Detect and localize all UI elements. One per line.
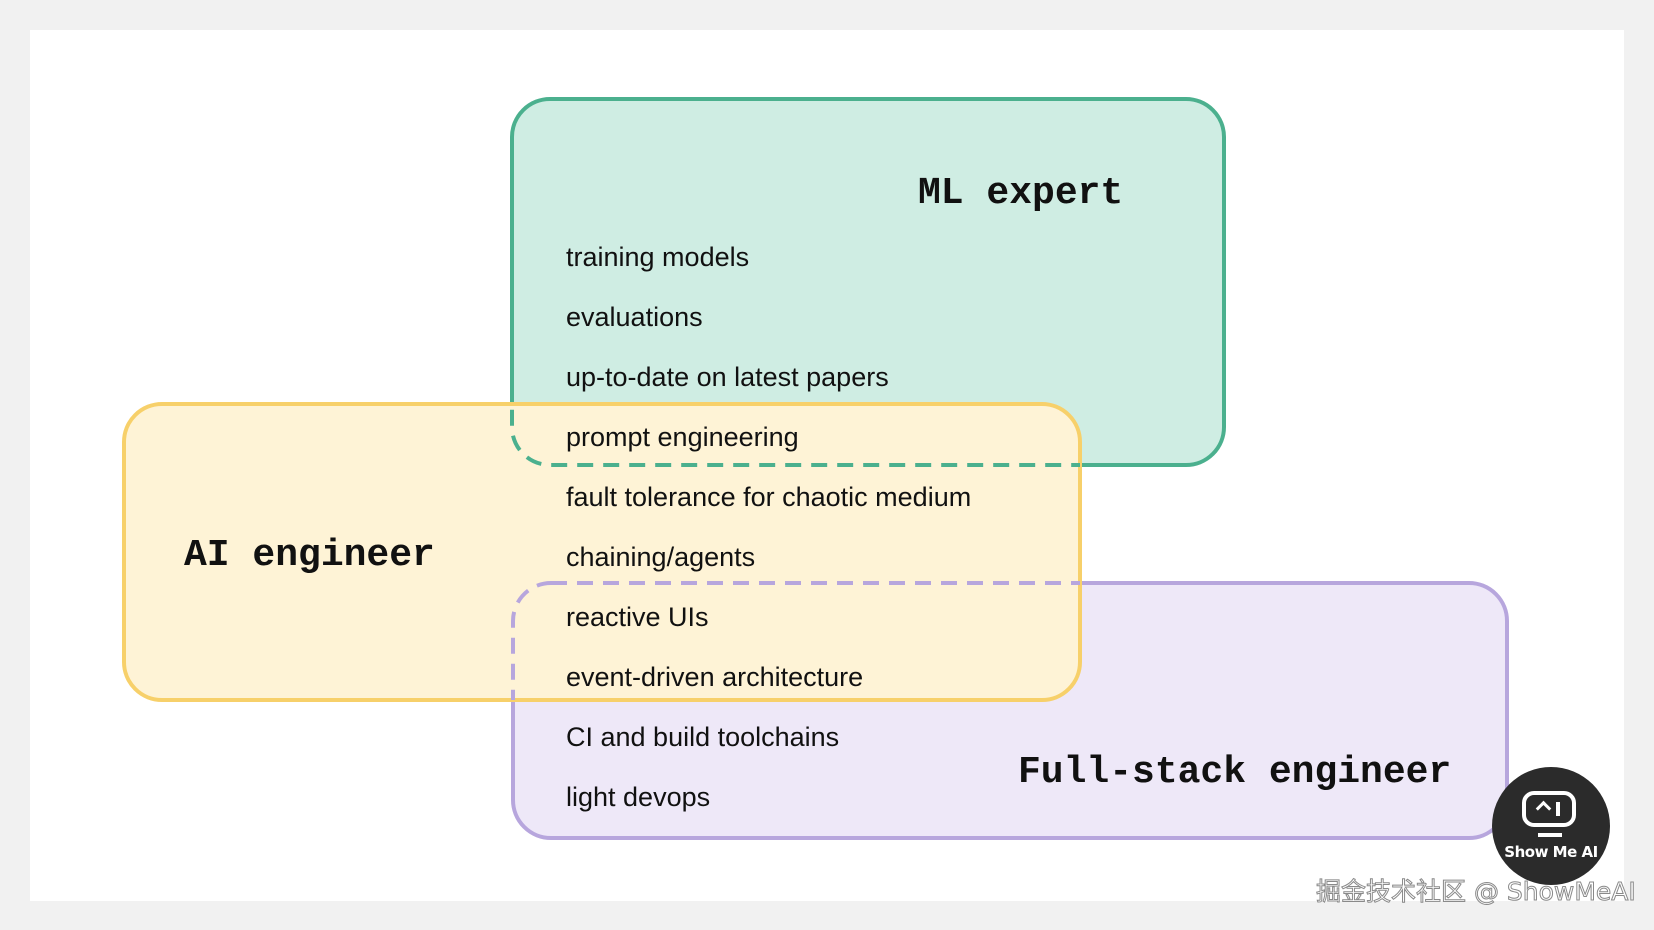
- skill-item: event-driven architecture: [566, 662, 863, 692]
- skill-item: CI and build toolchains: [566, 722, 839, 752]
- skill-item: prompt engineering: [566, 422, 799, 452]
- caret-up-icon: [1535, 800, 1552, 817]
- skill-item: reactive UIs: [566, 602, 709, 632]
- ml-expert-overlap-outline: [510, 404, 1080, 467]
- skill-item: chaining/agents: [566, 542, 755, 572]
- skill-item: light devops: [566, 782, 710, 812]
- showmeai-logo: Show Me AI: [1492, 767, 1610, 885]
- skill-item: up-to-date on latest papers: [566, 362, 889, 392]
- bar-icon: [1556, 802, 1560, 816]
- logo-text: Show Me AI: [1504, 843, 1598, 861]
- monitor-face-icon: [1522, 791, 1576, 827]
- skill-item: evaluations: [566, 302, 703, 332]
- monitor-stand-icon: [1538, 833, 1562, 837]
- skill-item: fault tolerance for chaotic medium: [566, 482, 971, 512]
- skills-list: training models evaluations up-to-date o…: [566, 242, 971, 812]
- skill-item: training models: [566, 242, 749, 272]
- ai-engineer-box: [122, 402, 1082, 702]
- ai-engineer-title: AI engineer: [184, 534, 435, 577]
- full-stack-engineer-title: Full-stack engineer: [1018, 751, 1451, 794]
- ml-expert-title: ML expert: [918, 172, 1123, 215]
- watermark: 掘金技术社区 @ ShowMeAI: [1316, 877, 1637, 907]
